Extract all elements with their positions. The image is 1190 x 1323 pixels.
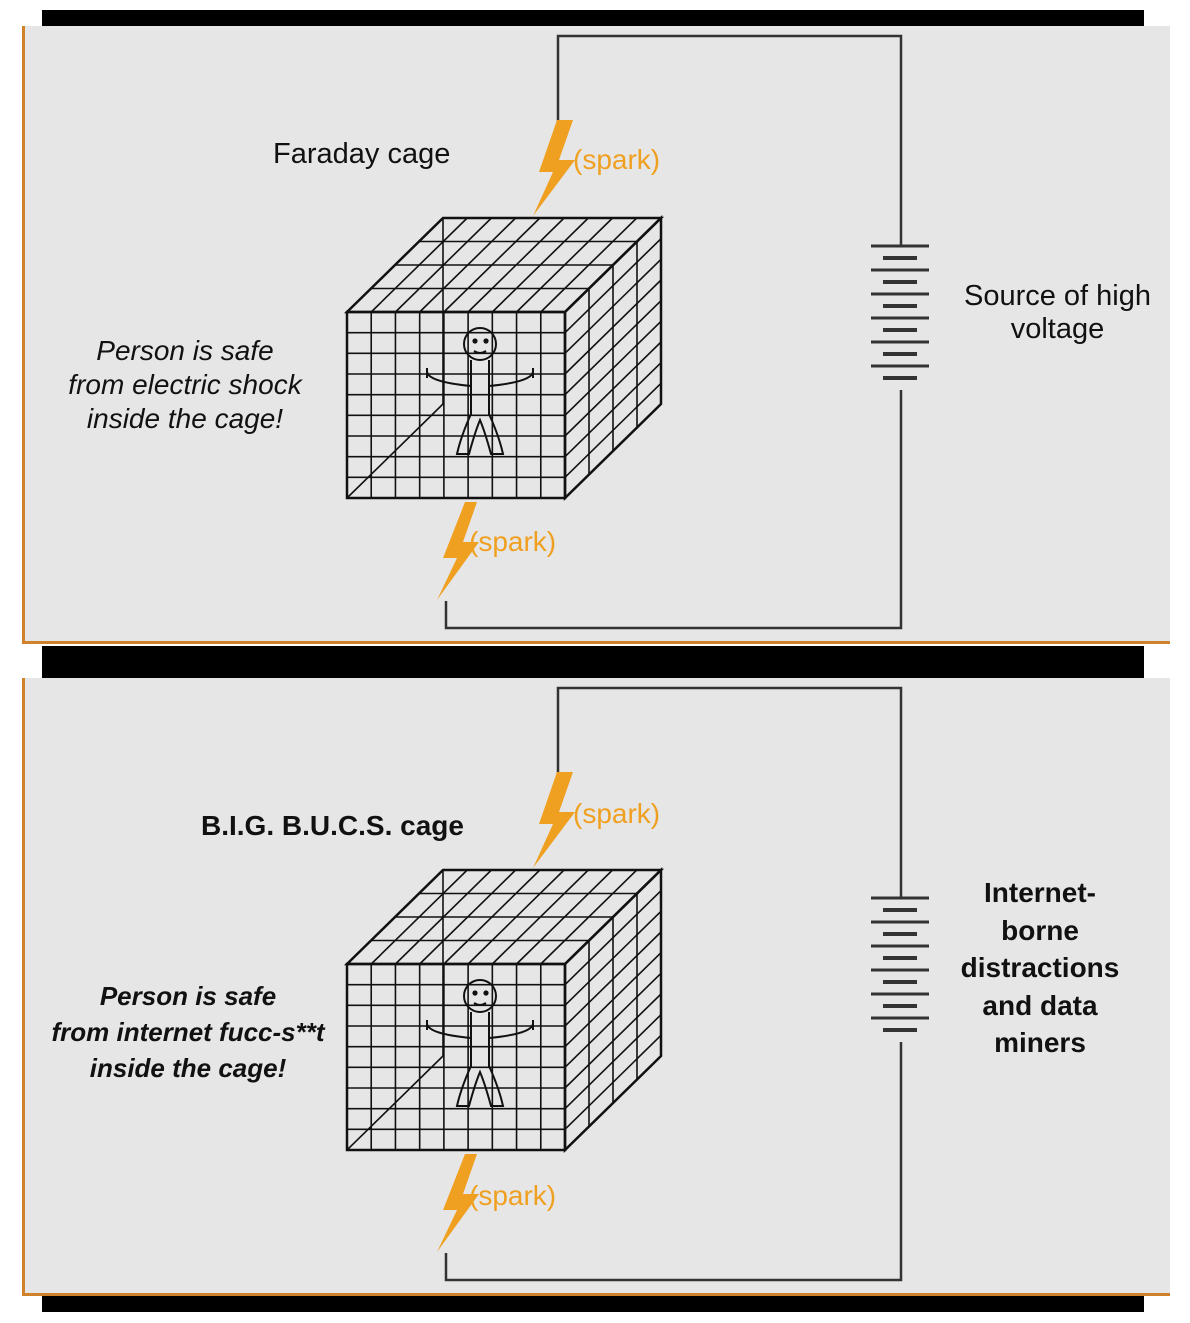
figure-head xyxy=(463,979,497,1013)
wire-bottom xyxy=(444,390,903,630)
wire-cage-icon xyxy=(343,867,665,1153)
person-note-line: Person is safe xyxy=(99,981,277,1011)
faraday-panel: Faraday cage Person is safe from electri… xyxy=(22,26,1170,644)
figure-eye xyxy=(483,990,489,996)
figure-mouth xyxy=(473,350,487,354)
person-note-line: from electric shock xyxy=(68,369,302,400)
source-label-line: voltage xyxy=(1010,313,1105,345)
bucs-panel: B.I.G. B.U.C.S. cage Person is safe from… xyxy=(22,678,1170,1296)
figure-body xyxy=(455,1038,505,1107)
person-note: Person is safe from electric shock insid… xyxy=(35,334,335,436)
figure-mouth xyxy=(473,1002,487,1006)
cage-label: Faraday cage xyxy=(273,138,451,170)
faraday-diagram xyxy=(343,34,929,630)
person-note-line: from internet fucc-s**t xyxy=(51,1017,325,1047)
cage-back-edge xyxy=(346,1055,444,1151)
figure-eye xyxy=(472,990,478,996)
figure-body xyxy=(455,386,505,455)
cage-back-edge xyxy=(346,403,444,499)
stick-figure-icon xyxy=(426,327,534,455)
source-label: Internet- borne distractions and data mi… xyxy=(940,874,1140,1062)
top-black-bar xyxy=(42,10,1144,26)
source-label-line: miners xyxy=(994,1027,1086,1058)
person-note-line: inside the cage! xyxy=(89,1053,287,1083)
bucs-diagram xyxy=(343,686,929,1282)
middle-black-bar xyxy=(42,646,1144,678)
figure-hands xyxy=(426,368,534,378)
lightning-bolt-icon xyxy=(533,772,575,868)
figure-eye xyxy=(483,338,489,344)
battery-icon xyxy=(871,896,929,1032)
person-note: Person is safe from internet fucc-s**t i… xyxy=(33,978,343,1086)
spark-top-label: (spark) xyxy=(573,798,661,829)
source-label-line: Source of high xyxy=(963,280,1151,312)
source-label: Source of high voltage xyxy=(945,280,1170,346)
spark-bottom-label: (spark) xyxy=(469,1180,557,1211)
bottom-black-bar xyxy=(42,1296,1144,1312)
figure-hands xyxy=(426,1020,534,1030)
source-label-line: and data xyxy=(982,989,1098,1021)
wire-top xyxy=(556,34,903,246)
circuit-scene xyxy=(343,34,929,630)
lightning-bolt-icon xyxy=(437,1154,479,1252)
cage-label: B.I.G. B.U.C.S. cage xyxy=(201,810,464,841)
wire-cage-icon xyxy=(343,215,665,501)
circuit-scene xyxy=(343,686,929,1282)
figure-eye xyxy=(472,338,478,344)
cage-front-face xyxy=(345,962,567,1152)
spark-bottom-label: (spark) xyxy=(469,526,557,557)
stick-figure-icon xyxy=(426,979,534,1107)
source-label-line: distractions xyxy=(960,952,1120,983)
person-note-line: inside the cage! xyxy=(86,403,284,434)
figure-head xyxy=(463,327,497,361)
lightning-bolt-icon xyxy=(437,502,479,600)
lightning-bolt-icon xyxy=(533,120,575,216)
spark-top-label: (spark) xyxy=(573,144,661,175)
source-label-line: borne xyxy=(1001,914,1079,946)
battery-icon xyxy=(871,244,929,380)
wire-bottom xyxy=(444,1042,903,1282)
cage-front-face xyxy=(345,310,567,500)
source-label-line: Internet- xyxy=(984,877,1096,908)
wire-top xyxy=(556,686,903,898)
person-note-line: Person is safe xyxy=(96,335,274,366)
